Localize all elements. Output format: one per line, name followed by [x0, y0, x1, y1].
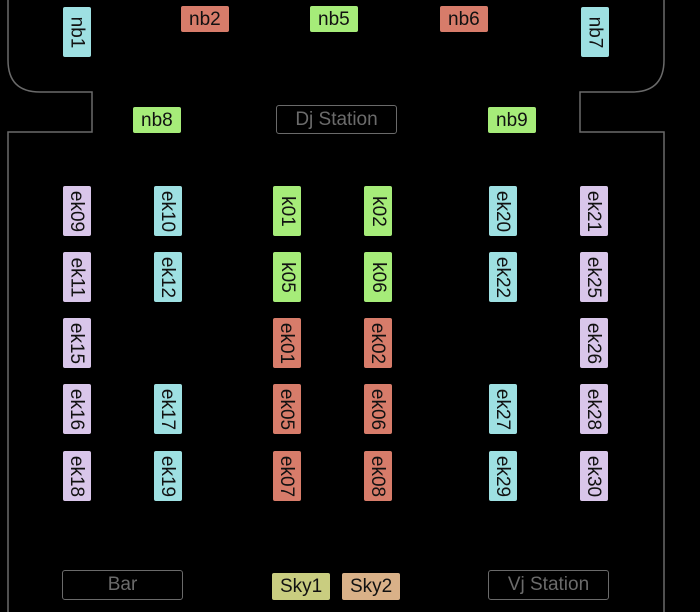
- table-nb1[interactable]: nb1: [63, 7, 91, 57]
- table-ek20[interactable]: ek20: [489, 186, 517, 236]
- table-sky1[interactable]: Sky1: [272, 573, 331, 600]
- table-nb2[interactable]: nb2: [181, 6, 229, 32]
- dj-station: Dj Station: [276, 105, 397, 134]
- table-ek09[interactable]: ek09: [63, 186, 91, 236]
- table-ek15[interactable]: ek15: [63, 318, 91, 368]
- table-nb7[interactable]: nb7: [581, 7, 609, 57]
- table-ek30[interactable]: ek30: [580, 451, 608, 501]
- table-ek12[interactable]: ek12: [154, 252, 182, 302]
- table-ek25[interactable]: ek25: [580, 252, 608, 302]
- table-ek28[interactable]: ek28: [580, 384, 608, 434]
- table-ek19[interactable]: ek19: [154, 451, 182, 501]
- table-nb8[interactable]: nb8: [133, 107, 181, 133]
- table-ek21[interactable]: ek21: [580, 186, 608, 236]
- vj-station: Vj Station: [488, 570, 609, 600]
- table-ek11[interactable]: ek11: [63, 252, 91, 302]
- bar: Bar: [62, 570, 183, 600]
- table-ek16[interactable]: ek16: [63, 384, 91, 434]
- table-nb9[interactable]: nb9: [488, 107, 536, 133]
- table-nb5[interactable]: nb5: [310, 6, 358, 32]
- table-ek17[interactable]: ek17: [154, 384, 182, 434]
- table-ek29[interactable]: ek29: [489, 451, 517, 501]
- table-k05[interactable]: k05: [273, 252, 301, 302]
- table-k06[interactable]: k06: [364, 252, 392, 302]
- table-ek22[interactable]: ek22: [489, 252, 517, 302]
- table-ek06[interactable]: ek06: [364, 384, 392, 434]
- table-ek26[interactable]: ek26: [580, 318, 608, 368]
- table-ek02[interactable]: ek02: [364, 318, 392, 368]
- table-ek27[interactable]: ek27: [489, 384, 517, 434]
- table-ek18[interactable]: ek18: [63, 451, 91, 501]
- table-nb6[interactable]: nb6: [440, 6, 488, 32]
- table-k01[interactable]: k01: [273, 186, 301, 236]
- table-k02[interactable]: k02: [364, 186, 392, 236]
- table-ek05[interactable]: ek05: [273, 384, 301, 434]
- table-ek01[interactable]: ek01: [273, 318, 301, 368]
- table-ek08[interactable]: ek08: [364, 451, 392, 501]
- table-ek07[interactable]: ek07: [273, 451, 301, 501]
- table-ek10[interactable]: ek10: [154, 186, 182, 236]
- table-sky2[interactable]: Sky2: [342, 573, 401, 600]
